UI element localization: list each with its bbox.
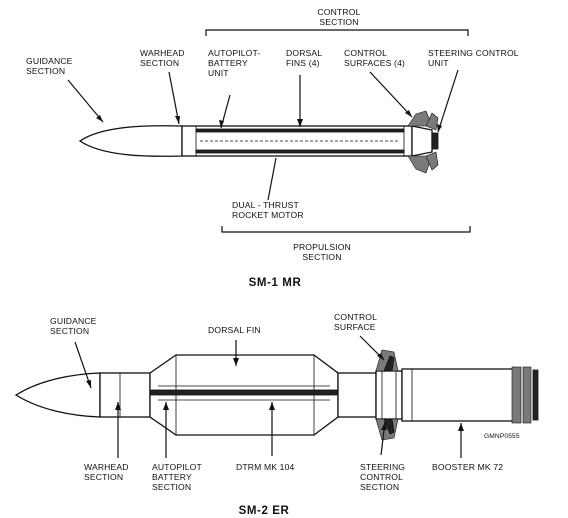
sm1-dorsal-label-2: FINS (4) <box>286 58 320 68</box>
sm1-autopilot-label-2: BATTERY <box>208 58 248 68</box>
sm2-autopilot-label-2: BATTERY <box>152 472 192 482</box>
sm2-missile-body <box>14 349 539 441</box>
sm2-figure: GUIDANCE SECTION DORSAL FIN CONTROL SURF… <box>14 312 539 517</box>
sm1-figure: CONTROL SECTION <box>26 7 519 289</box>
sm1-guidance-label-2: SECTION <box>26 66 65 76</box>
sm1-control-section-label: CONTROL <box>317 7 360 17</box>
sm2-warhead-label: WARHEAD <box>84 462 129 472</box>
sm1-motor-label: DUAL - THRUST <box>232 200 299 210</box>
sm2-dorsal-fin-label: DORSAL FIN <box>208 325 261 335</box>
sm1-autopilot-label: AUTOPILOT- <box>208 48 260 58</box>
sm2-steering-label-3: SECTION <box>360 482 399 492</box>
sm2-caption: SM-2 ER <box>239 505 290 517</box>
sm2-dtrm-label: DTRM MK 104 <box>236 462 295 472</box>
sm2-warhead-label-2: SECTION <box>84 472 123 482</box>
sm1-propulsion-bracket <box>221 226 471 233</box>
sm2-control-surface-label: CONTROL <box>334 312 377 322</box>
sm2-control-surface-label-2: SURFACE <box>334 322 376 332</box>
sm2-guidance-label: GUIDANCE <box>50 316 97 326</box>
sm1-control-section-label-2: SECTION <box>319 17 358 27</box>
sm1-guidance-label: GUIDANCE <box>26 56 73 66</box>
sm1-control-surfaces-leader <box>369 71 413 118</box>
sm2-steering-label-2: CONTROL <box>360 472 403 482</box>
sm2-steering-label: STEERING <box>360 462 405 472</box>
sm1-propulsion-label-2: SECTION <box>302 252 341 262</box>
sm1-guidance-leader <box>67 79 104 123</box>
sm1-caption: SM-1 MR <box>249 277 302 289</box>
sm1-warhead-label: WARHEAD <box>140 48 185 58</box>
sm1-motor-label-2: ROCKET MOTOR <box>232 210 304 220</box>
sm1-dorsal-label: DORSAL <box>286 48 322 58</box>
sm1-propulsion-label: PROPULSION <box>293 242 351 252</box>
sm1-steering-label: STEERING CONTROL <box>428 48 519 58</box>
sm2-drawing-code: GMNP0555 <box>484 433 520 440</box>
sm1-autopilot-label-3: UNIT <box>208 68 229 78</box>
sm2-booster-label: BOOSTER MK 72 <box>432 462 503 472</box>
sm1-missile-body <box>78 110 439 174</box>
sm1-control-surfaces-label-2: SURFACES (4) <box>344 58 405 68</box>
sm1-warhead-leader <box>168 71 180 125</box>
sm1-steering-label-2: UNIT <box>428 58 449 68</box>
sm2-autopilot-label: AUTOPILOT <box>152 462 203 472</box>
sm2-guidance-leader <box>74 341 92 389</box>
sm1-control-surfaces-label: CONTROL <box>344 48 387 58</box>
sm1-motor-leader <box>267 157 277 201</box>
sm2-guidance-label-2: SECTION <box>50 326 89 336</box>
sm2-autopilot-label-3: SECTION <box>152 482 191 492</box>
sm1-warhead-label-2: SECTION <box>140 58 179 68</box>
sm1-steering-leader <box>437 69 459 133</box>
sm1-control-section-bracket <box>205 29 469 36</box>
